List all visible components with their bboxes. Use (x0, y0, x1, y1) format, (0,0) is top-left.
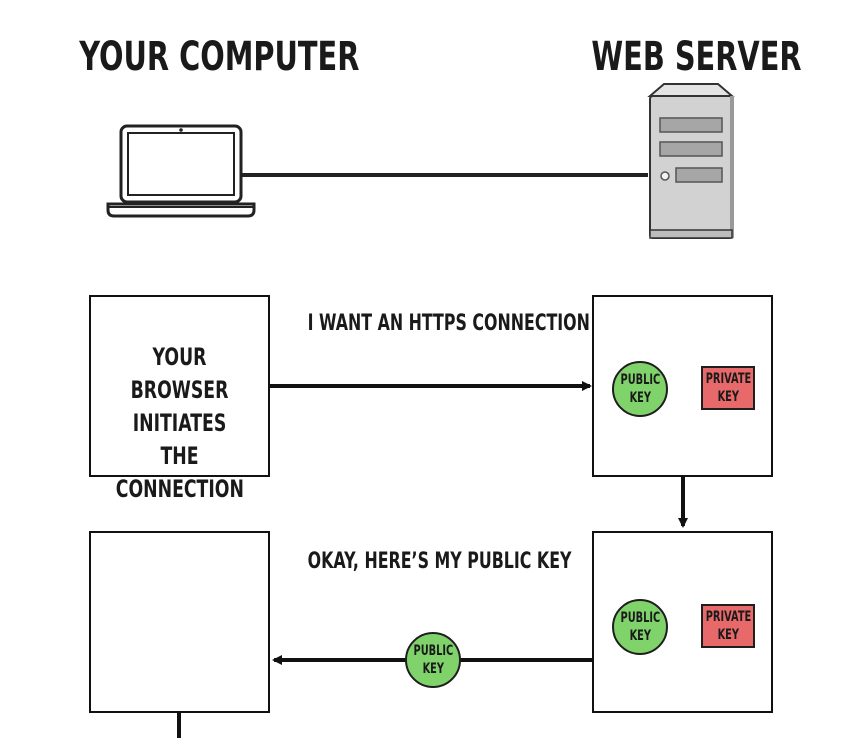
step1-message: I WANT AN HTTPS CONNECTION (307, 311, 590, 336)
step2-message: OKAY, HERE’S MY PUBLIC KEY (307, 549, 572, 574)
in-transit-public-key: PUBLIC KEY (405, 632, 461, 688)
step2-server-box: PUBLIC KEY PRIVATE KEY (592, 531, 773, 713)
client-text-line-1: YOUR BROWSER (130, 343, 229, 404)
private-key-badge: PRIVATE KEY (701, 604, 755, 648)
step1-server-box: PUBLIC KEY PRIVATE KEY (592, 295, 773, 477)
client-text-line-3: CONNECTION (115, 475, 244, 503)
laptop-icon (106, 124, 256, 218)
client-text-line-2: INITIATES THE (132, 409, 227, 470)
step2-client-box (89, 531, 270, 713)
step1-client-box: YOUR BROWSER INITIATES THE CONNECTION (89, 295, 270, 503)
web-server-heading: WEB SERVER (591, 34, 802, 80)
public-key-badge: PUBLIC KEY (612, 361, 668, 417)
your-computer-heading: YOUR COMPUTER (79, 34, 360, 80)
public-key-badge: PUBLIC KEY (612, 599, 668, 655)
server-tower-icon (647, 83, 735, 239)
private-key-badge: PRIVATE KEY (701, 366, 755, 410)
